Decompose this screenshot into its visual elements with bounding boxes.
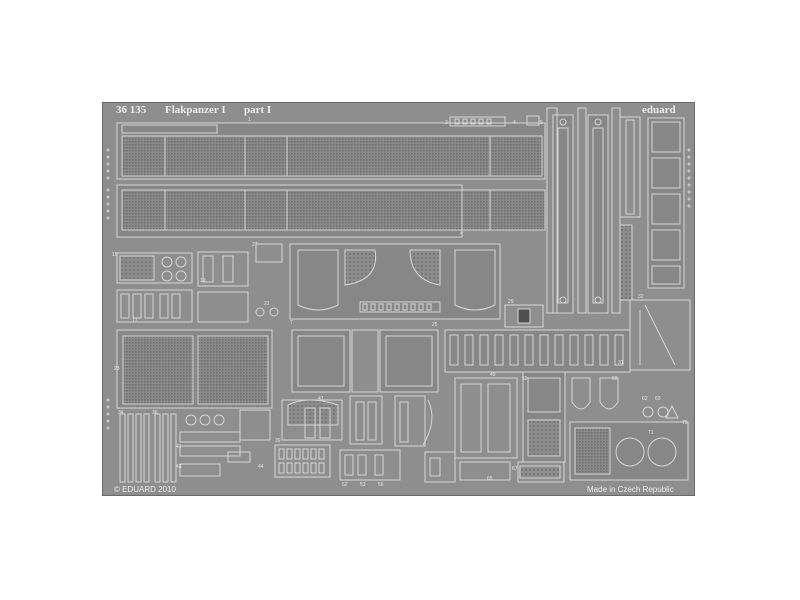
part-label: 62 [642, 396, 648, 402]
copyright-text: © EDUARD 2010 [114, 485, 176, 494]
part-3-strip [449, 116, 506, 127]
part-label: 5 [540, 120, 543, 126]
part-31-row [444, 329, 631, 373]
part-label: 71 [648, 430, 654, 436]
part-engine-deck [281, 329, 439, 447]
part-label: 53 [360, 482, 366, 488]
part-label: 2 [460, 230, 463, 236]
part-34-strips [119, 413, 177, 483]
part-27-small [255, 243, 283, 263]
part-62-small [642, 404, 679, 419]
left-edge-dots [106, 148, 691, 430]
part-label: 43 [176, 464, 182, 470]
part-label: 47 [318, 396, 324, 402]
part-60-shields [571, 377, 619, 410]
part-21-small [197, 291, 279, 323]
part-59-frame [522, 371, 566, 463]
part-label: 31 [618, 360, 624, 366]
part-15-plates [116, 252, 193, 284]
part-19-brackets [197, 251, 249, 287]
part-label: 49 [490, 372, 496, 378]
part-label: 75 [682, 420, 688, 426]
right-ladder-frame [647, 117, 685, 289]
part-2-long-mesh-panel [116, 184, 546, 238]
part-label: 39 [275, 438, 281, 444]
part-label: 23 [114, 366, 120, 372]
fret-subtitle: part I [244, 104, 272, 116]
part-label: 59 [522, 376, 528, 382]
part-label: 15 [112, 252, 118, 258]
part-7-frame [289, 243, 501, 320]
part-32-bars [629, 299, 691, 371]
part-label: 44 [258, 464, 264, 470]
part-65-strip [459, 461, 511, 481]
thin-rails [619, 116, 641, 301]
part-17-row [116, 289, 193, 323]
vertical-rails [546, 107, 621, 314]
part-39-grid [274, 444, 331, 478]
part-label: 32 [638, 294, 644, 300]
part-label: 7 [290, 320, 293, 326]
part-71-wheels [569, 421, 689, 481]
part-label: 60 [612, 376, 618, 382]
part-label: 21 [264, 301, 270, 307]
part-5-small [526, 115, 540, 126]
part-number-text: 36 135 [116, 104, 147, 116]
part-label: 36 [152, 410, 158, 416]
part-label: 56 [378, 482, 384, 488]
part-label: 19 [200, 278, 206, 284]
part-1-long-mesh-panel [116, 122, 546, 180]
part-label: 1 [248, 117, 251, 123]
part-label: 52 [342, 482, 348, 488]
part-label: 63 [655, 396, 661, 402]
part-label: 65 [487, 476, 493, 482]
part-label: 3 [445, 120, 448, 126]
part-label: 34 [118, 410, 124, 416]
origin-text: Made in Czech Republic [587, 485, 674, 494]
fret-title: Flakpanzer I [165, 104, 226, 116]
part-52-56 [339, 449, 401, 481]
part-label: 25 [432, 322, 438, 328]
part-label: 67 [512, 466, 518, 472]
part-49-frame [454, 377, 518, 459]
part-36-details [179, 409, 271, 477]
part-number-labels: 1 2 3 4 5 7 15 17 19 21 23 25 27 29 31 3… [112, 117, 688, 488]
brand-logo-text: eduard [642, 104, 676, 116]
part-label: 41 [176, 444, 182, 450]
part-label: 17 [132, 318, 138, 324]
part-29-small [504, 304, 544, 328]
part-23-mesh-panel [116, 329, 273, 409]
part-67-plates [517, 461, 565, 483]
part-label: 4 [513, 120, 516, 126]
part-label: 27 [252, 242, 258, 248]
part-label: 29 [508, 299, 514, 305]
part-56-frame [424, 451, 456, 483]
